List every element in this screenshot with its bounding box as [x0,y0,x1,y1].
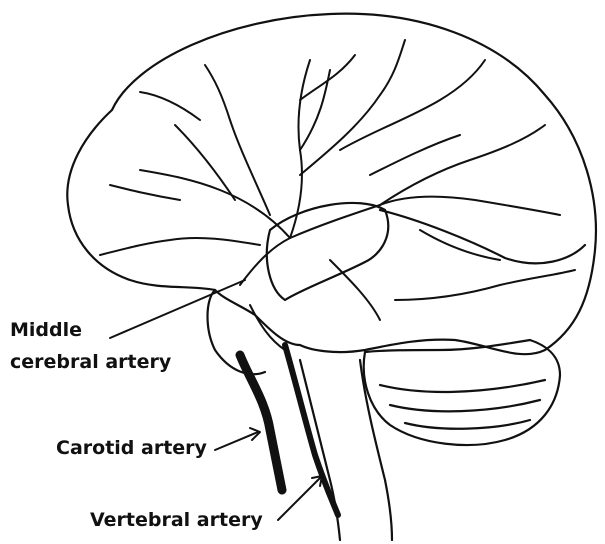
cerebrum-outline [67,14,596,355]
cerebellum-fold-1 [380,380,545,392]
pointer-middle-cerebral [110,280,245,338]
vertebral-artery [285,345,338,515]
carotid-artery [240,355,282,490]
artery-branches [100,40,575,350]
cerebellum-fold-2 [390,400,540,411]
carotid-label: Carotid artery [56,438,207,460]
middle-cerebral-label-line2: cerebral artery [10,352,171,374]
frontal-lower-curve [208,290,266,374]
vertebral-label: Vertebral artery [90,510,263,532]
temporal-lobe-outline [267,203,388,300]
pointer-carotid [215,432,258,450]
cerebellum-fold-3 [405,420,530,429]
middle-cerebral-label-line1: Middle [10,320,82,342]
